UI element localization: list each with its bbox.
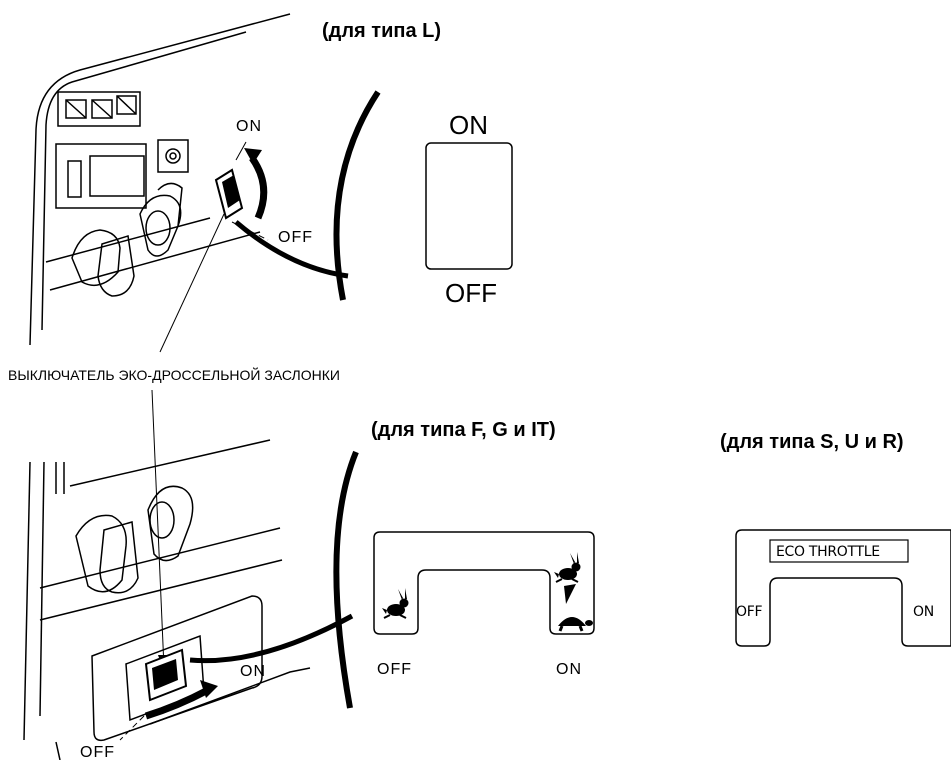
detail-fgit-off-rabbit-icon [381, 587, 410, 619]
eco-throttle-title-box [769, 539, 909, 563]
switch-detail-type-fgit [373, 531, 595, 635]
detail-l-off-label: OFF [445, 278, 497, 308]
generator-panel-top [29, 13, 291, 346]
off-leader-bottom [119, 715, 145, 741]
panel-top-off-label: OFF [278, 229, 313, 246]
detail-l-on-label: ON [449, 110, 488, 140]
magnify-connector-top [234, 220, 349, 279]
callout-leader-top [159, 213, 225, 353]
magnify-connector-bottom [189, 613, 354, 664]
switch-detail-type-l [425, 142, 513, 270]
detail-sur-on-label: ON [913, 604, 934, 620]
detail-fgit-arrow-icon [564, 584, 576, 604]
magnify-lens-bottom [333, 450, 359, 709]
on-arrowhead-top [244, 148, 262, 164]
detail-fgit-on-label: ON [556, 661, 582, 678]
heading-type-sur: (для типа S, U и R) [720, 431, 904, 453]
panel-bottom-on-label: ON [240, 663, 266, 680]
heading-type-l: (для типа L) [322, 20, 441, 42]
callout-leader-bottom [151, 389, 165, 669]
eco-switch-bottom[interactable] [144, 648, 188, 702]
on-arrowhead-bottom [200, 680, 218, 698]
on-arrow-bottom [144, 686, 210, 720]
on-leader-top [235, 141, 247, 161]
detail-fgit-on-turtle-icon [556, 615, 595, 633]
on-arrow-top [249, 155, 268, 220]
detail-sur-title: ECO THROTTLE [776, 544, 880, 560]
generator-panel-bottom [23, 439, 311, 760]
magnify-lens-top [333, 90, 381, 301]
panel-top-on-label: ON [236, 118, 262, 135]
eco-throttle-switch-callout: ВЫКЛЮЧАТЕЛЬ ЭКО-ДРОССЕЛЬНОЙ ЗАСЛОНКИ [8, 366, 340, 383]
eco-switch-top[interactable] [214, 168, 244, 220]
detail-fgit-off-label: OFF [377, 661, 412, 678]
detail-sur-off-label: OFF [736, 604, 762, 620]
detail-fgit-on-rabbit-icon [553, 551, 582, 583]
switch-detail-type-sur [735, 529, 951, 647]
heading-type-fgit: (для типа F, G и IT) [371, 419, 556, 441]
panel-bottom-off-label: OFF [80, 744, 115, 760]
